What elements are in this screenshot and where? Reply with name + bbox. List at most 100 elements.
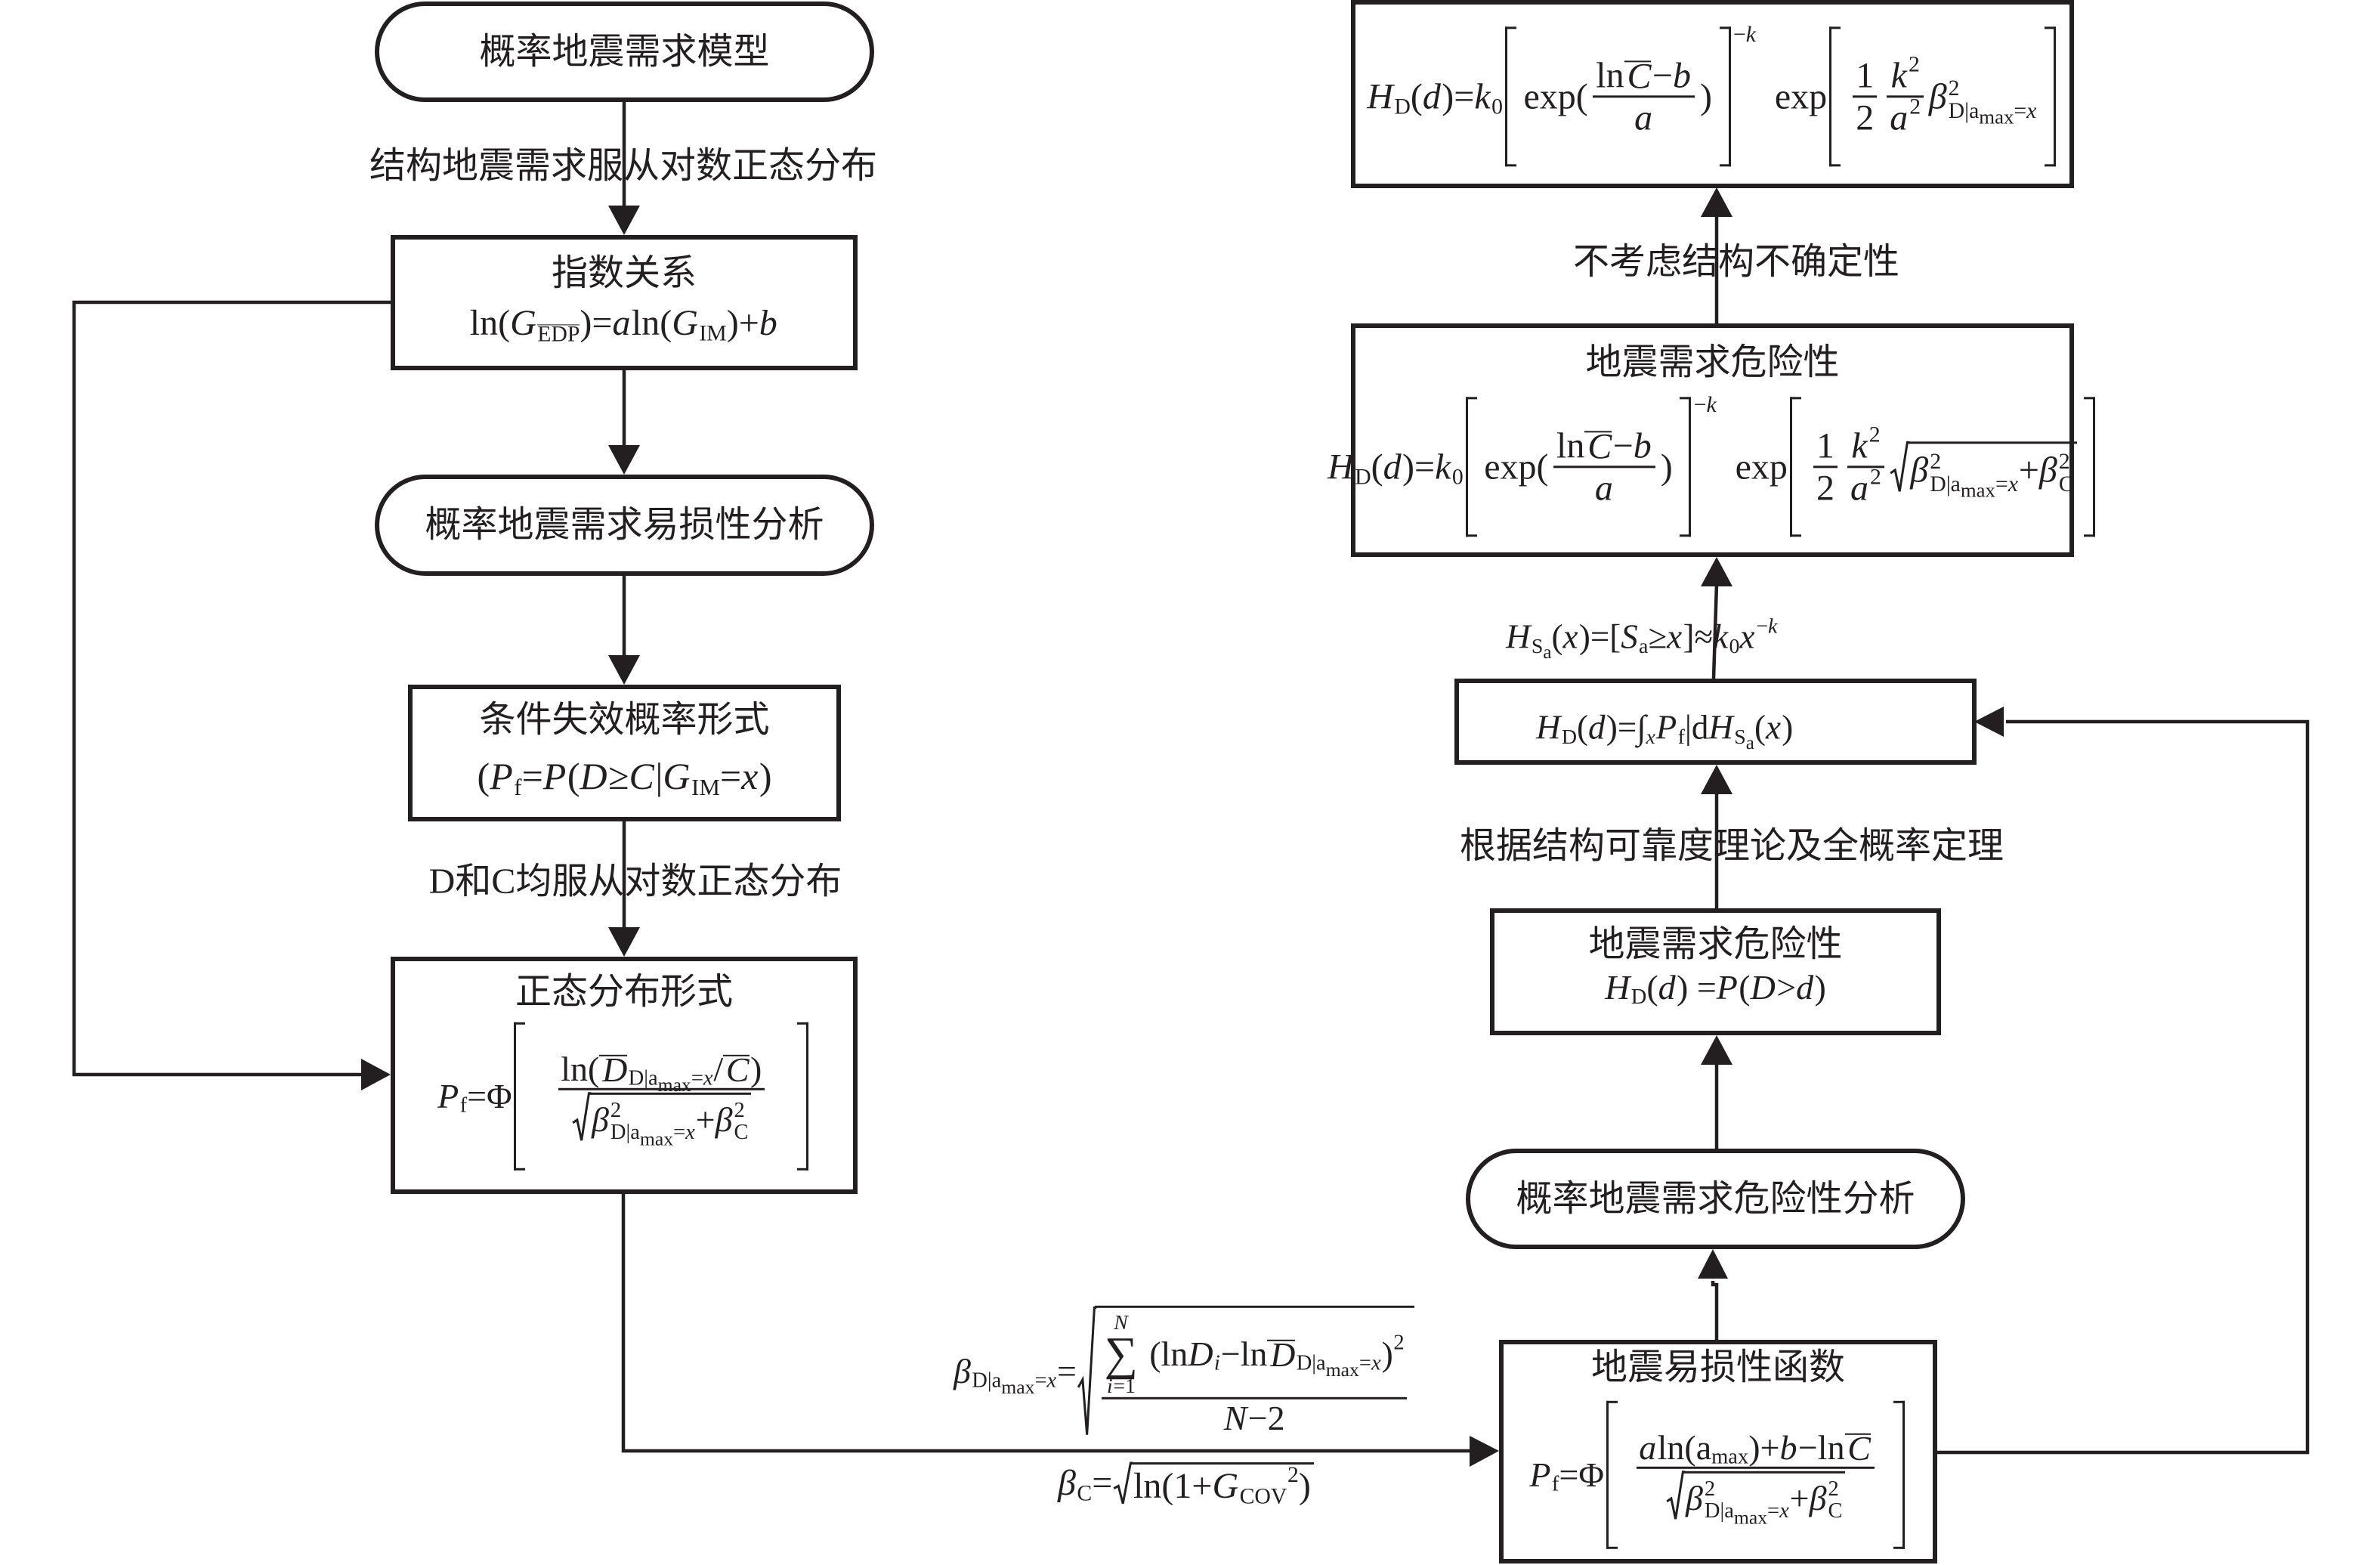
math-text: )= bbox=[580, 303, 613, 343]
subscript: IM bbox=[691, 775, 720, 798]
arrowhead-down-icon bbox=[608, 206, 640, 235]
fraction-bar bbox=[1593, 95, 1695, 98]
math-variable: x bbox=[1562, 617, 1578, 656]
edge-label-lognormal-d-and-c: D和C均服从对数正态分布 bbox=[428, 861, 842, 902]
math-text: 2 bbox=[1930, 448, 1942, 474]
node-label: 概率地震需求危险性分析 bbox=[1516, 1178, 1915, 1219]
math-text: ( bbox=[477, 755, 490, 797]
subscript: C bbox=[734, 1121, 748, 1144]
math-text: S bbox=[1531, 634, 1544, 658]
subscript: C bbox=[1828, 1500, 1842, 1523]
math-variable: d bbox=[1588, 708, 1606, 747]
superscript: 2 bbox=[1949, 77, 1960, 100]
fraction-bar bbox=[1847, 465, 1884, 469]
math-text: > bbox=[1776, 968, 1797, 1007]
subscript: max bbox=[658, 1075, 691, 1095]
math-text: D|a bbox=[1704, 1499, 1734, 1523]
math-text: ln(1+ bbox=[1133, 1465, 1213, 1506]
math-variable: G bbox=[510, 303, 536, 343]
radical-sign-icon bbox=[1113, 1462, 1131, 1505]
math-text: ( bbox=[567, 755, 580, 797]
math-text: 2 bbox=[610, 1099, 622, 1123]
fraction-denominator: a bbox=[1631, 98, 1656, 138]
math-variable: β bbox=[592, 1100, 609, 1139]
radical-sign-icon bbox=[1890, 441, 1908, 492]
math-text: =Φ bbox=[1559, 1455, 1604, 1494]
math-variable: P bbox=[437, 1077, 459, 1115]
subscript: a bbox=[1543, 643, 1551, 662]
math-text: )= bbox=[1442, 76, 1475, 116]
fraction-bar bbox=[1636, 1467, 1875, 1470]
math-text: = bbox=[1995, 471, 2008, 496]
arrowhead-down-icon bbox=[608, 445, 640, 475]
math-variable: β bbox=[2038, 449, 2057, 490]
subscript: f bbox=[514, 775, 521, 798]
connector-exponential-feedback bbox=[72, 300, 392, 1077]
math-text: ≥ bbox=[608, 755, 629, 797]
fraction-bar bbox=[558, 1088, 765, 1091]
math-variable: x bbox=[1765, 708, 1781, 747]
math-text: =Φ bbox=[467, 1077, 512, 1115]
math-text: ) bbox=[1814, 968, 1826, 1007]
math-text: ) bbox=[1298, 1465, 1311, 1506]
math-text: D|a bbox=[972, 1369, 1002, 1393]
fraction-numerator: 1 bbox=[1853, 56, 1877, 96]
math-text: = bbox=[2014, 97, 2027, 123]
edge-label-no-structural-uncertainty: 不考虑结构不确定性 bbox=[1572, 242, 1900, 282]
math-text: 0 bbox=[1451, 464, 1464, 490]
subscript: max bbox=[640, 1129, 673, 1149]
math-text: a bbox=[1745, 733, 1754, 754]
math-text: ln( bbox=[561, 1049, 600, 1088]
math-text: 2 bbox=[1287, 1462, 1299, 1488]
math-variable: P bbox=[1716, 968, 1738, 1007]
math-variable: P bbox=[1529, 1455, 1551, 1494]
math-text: − bbox=[1732, 21, 1746, 47]
left-bracket bbox=[1465, 397, 1477, 537]
math-variable: d bbox=[1422, 76, 1441, 116]
radical-sign-icon bbox=[1077, 1306, 1095, 1437]
math-text: = bbox=[1057, 1351, 1077, 1390]
flow-node-demand-hazard-analysis: 概率地震需求危险性分析 bbox=[1466, 1149, 1965, 1249]
radical-sign-shape bbox=[1077, 1306, 1095, 1437]
subscript: max bbox=[1734, 1508, 1767, 1528]
left-bracket bbox=[1829, 26, 1841, 167]
arrowhead-left-icon bbox=[1974, 707, 2004, 737]
math-variable: β bbox=[715, 1100, 733, 1139]
math-text: ) bbox=[1381, 1334, 1393, 1373]
math-text: f bbox=[514, 773, 522, 800]
subscript: 0 bbox=[1451, 464, 1464, 490]
math-text: f bbox=[459, 1093, 468, 1118]
node-title: 地震易损性函数 bbox=[1590, 1347, 1845, 1387]
arrowhead-right-icon bbox=[1470, 1436, 1499, 1467]
math-text: |d bbox=[1684, 708, 1709, 747]
flow-node-probabilistic-demand-model: 概率地震需求模型 bbox=[375, 2, 874, 102]
superscript: 2 bbox=[610, 1099, 622, 1123]
math-variable: N bbox=[1114, 1310, 1128, 1334]
math-variable: d bbox=[1796, 968, 1814, 1007]
overlined-variable: D bbox=[1267, 1337, 1296, 1372]
math-text: exp( bbox=[1484, 447, 1549, 487]
math-text: ln( bbox=[631, 303, 672, 343]
math-text: | bbox=[655, 755, 663, 797]
math-text: = bbox=[521, 755, 543, 797]
